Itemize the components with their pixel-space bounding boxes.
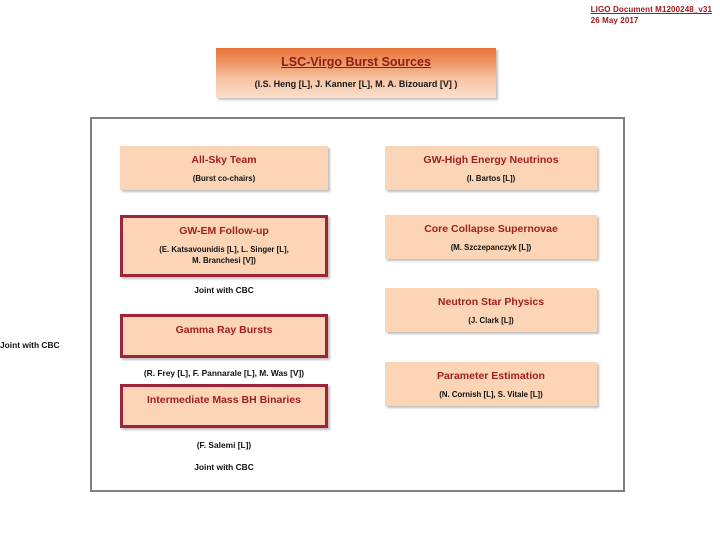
group-box-neutron-star-physics[interactable]: Neutron Star Physics (J. Clark [L])	[385, 288, 597, 332]
group-box-core-collapse-supernovae[interactable]: Core Collapse Supernovae (M. Szczepanczy…	[385, 215, 597, 259]
group-box-gamma-ray-bursts[interactable]: Gamma Ray Bursts	[120, 314, 328, 358]
document-header: LIGO Document M1200248_v31 26 May 2017	[591, 4, 712, 26]
joint-note-imbh: Joint with CBC	[194, 462, 254, 472]
group-leads-line-1: (E. Katsavounidis [L], L. Singer [L],	[159, 245, 289, 254]
group-leads: (N. Cornish [L], S. Vitale [L])	[439, 390, 543, 399]
document-id-link[interactable]: LIGO Document M1200248_v31	[590, 5, 712, 14]
group-leads-line-2: M. Branchesi [V])	[192, 256, 256, 265]
group-leads-gamma-ray-bursts: (R. Frey [L], F. Pannarale [L], M. Was […	[143, 368, 305, 378]
group-title: GW-High Energy Neutrinos	[423, 154, 559, 166]
group-box-all-sky-team[interactable]: All-Sky Team (Burst co-chairs)	[120, 146, 328, 190]
joint-note-gw-em: Joint with CBC	[194, 285, 254, 295]
group-box-parameter-estimation[interactable]: Parameter Estimation (N. Cornish [L], S.…	[385, 362, 597, 406]
page-title-chairs: (I.S. Heng [L], J. Kanner [L], M. A. Biz…	[254, 79, 458, 89]
group-title: GW-EM Follow-up	[179, 225, 269, 237]
group-title: All-Sky Team	[191, 154, 257, 166]
group-leads: (E. Katsavounidis [L], L. Singer [L], M.…	[127, 244, 321, 266]
group-leads: (M. Szczepanczyk [L])	[450, 243, 532, 252]
group-leads-imbh: (F. Salemi [L])	[196, 440, 252, 450]
group-leads: (J. Clark [L])	[468, 316, 514, 325]
group-title: Neutron Star Physics	[437, 296, 545, 308]
group-box-gw-em-follow-up[interactable]: GW-EM Follow-up (E. Katsavounidis [L], L…	[120, 215, 328, 277]
group-title: Intermediate Mass BH Binaries	[146, 394, 302, 406]
group-title: Core Collapse Supernovae	[424, 223, 558, 235]
group-leads: (I. Bartos [L])	[466, 174, 516, 183]
document-date: 26 May 2017	[590, 16, 639, 25]
group-box-gw-high-energy-neutrinos[interactable]: GW-High Energy Neutrinos (I. Bartos [L])	[385, 146, 597, 190]
group-title: Parameter Estimation	[437, 370, 545, 382]
title-banner: LSC-Virgo Burst Sources (I.S. Heng [L], …	[216, 48, 496, 98]
group-box-intermediate-mass-bh-binaries[interactable]: Intermediate Mass BH Binaries	[120, 384, 328, 428]
group-leads: (Burst co-chairs)	[192, 174, 256, 183]
group-title: Gamma Ray Bursts	[175, 324, 273, 336]
joint-note-gamma-ray-bursts: Joint with CBC	[0, 340, 60, 350]
page-title: LSC-Virgo Burst Sources	[281, 55, 431, 69]
